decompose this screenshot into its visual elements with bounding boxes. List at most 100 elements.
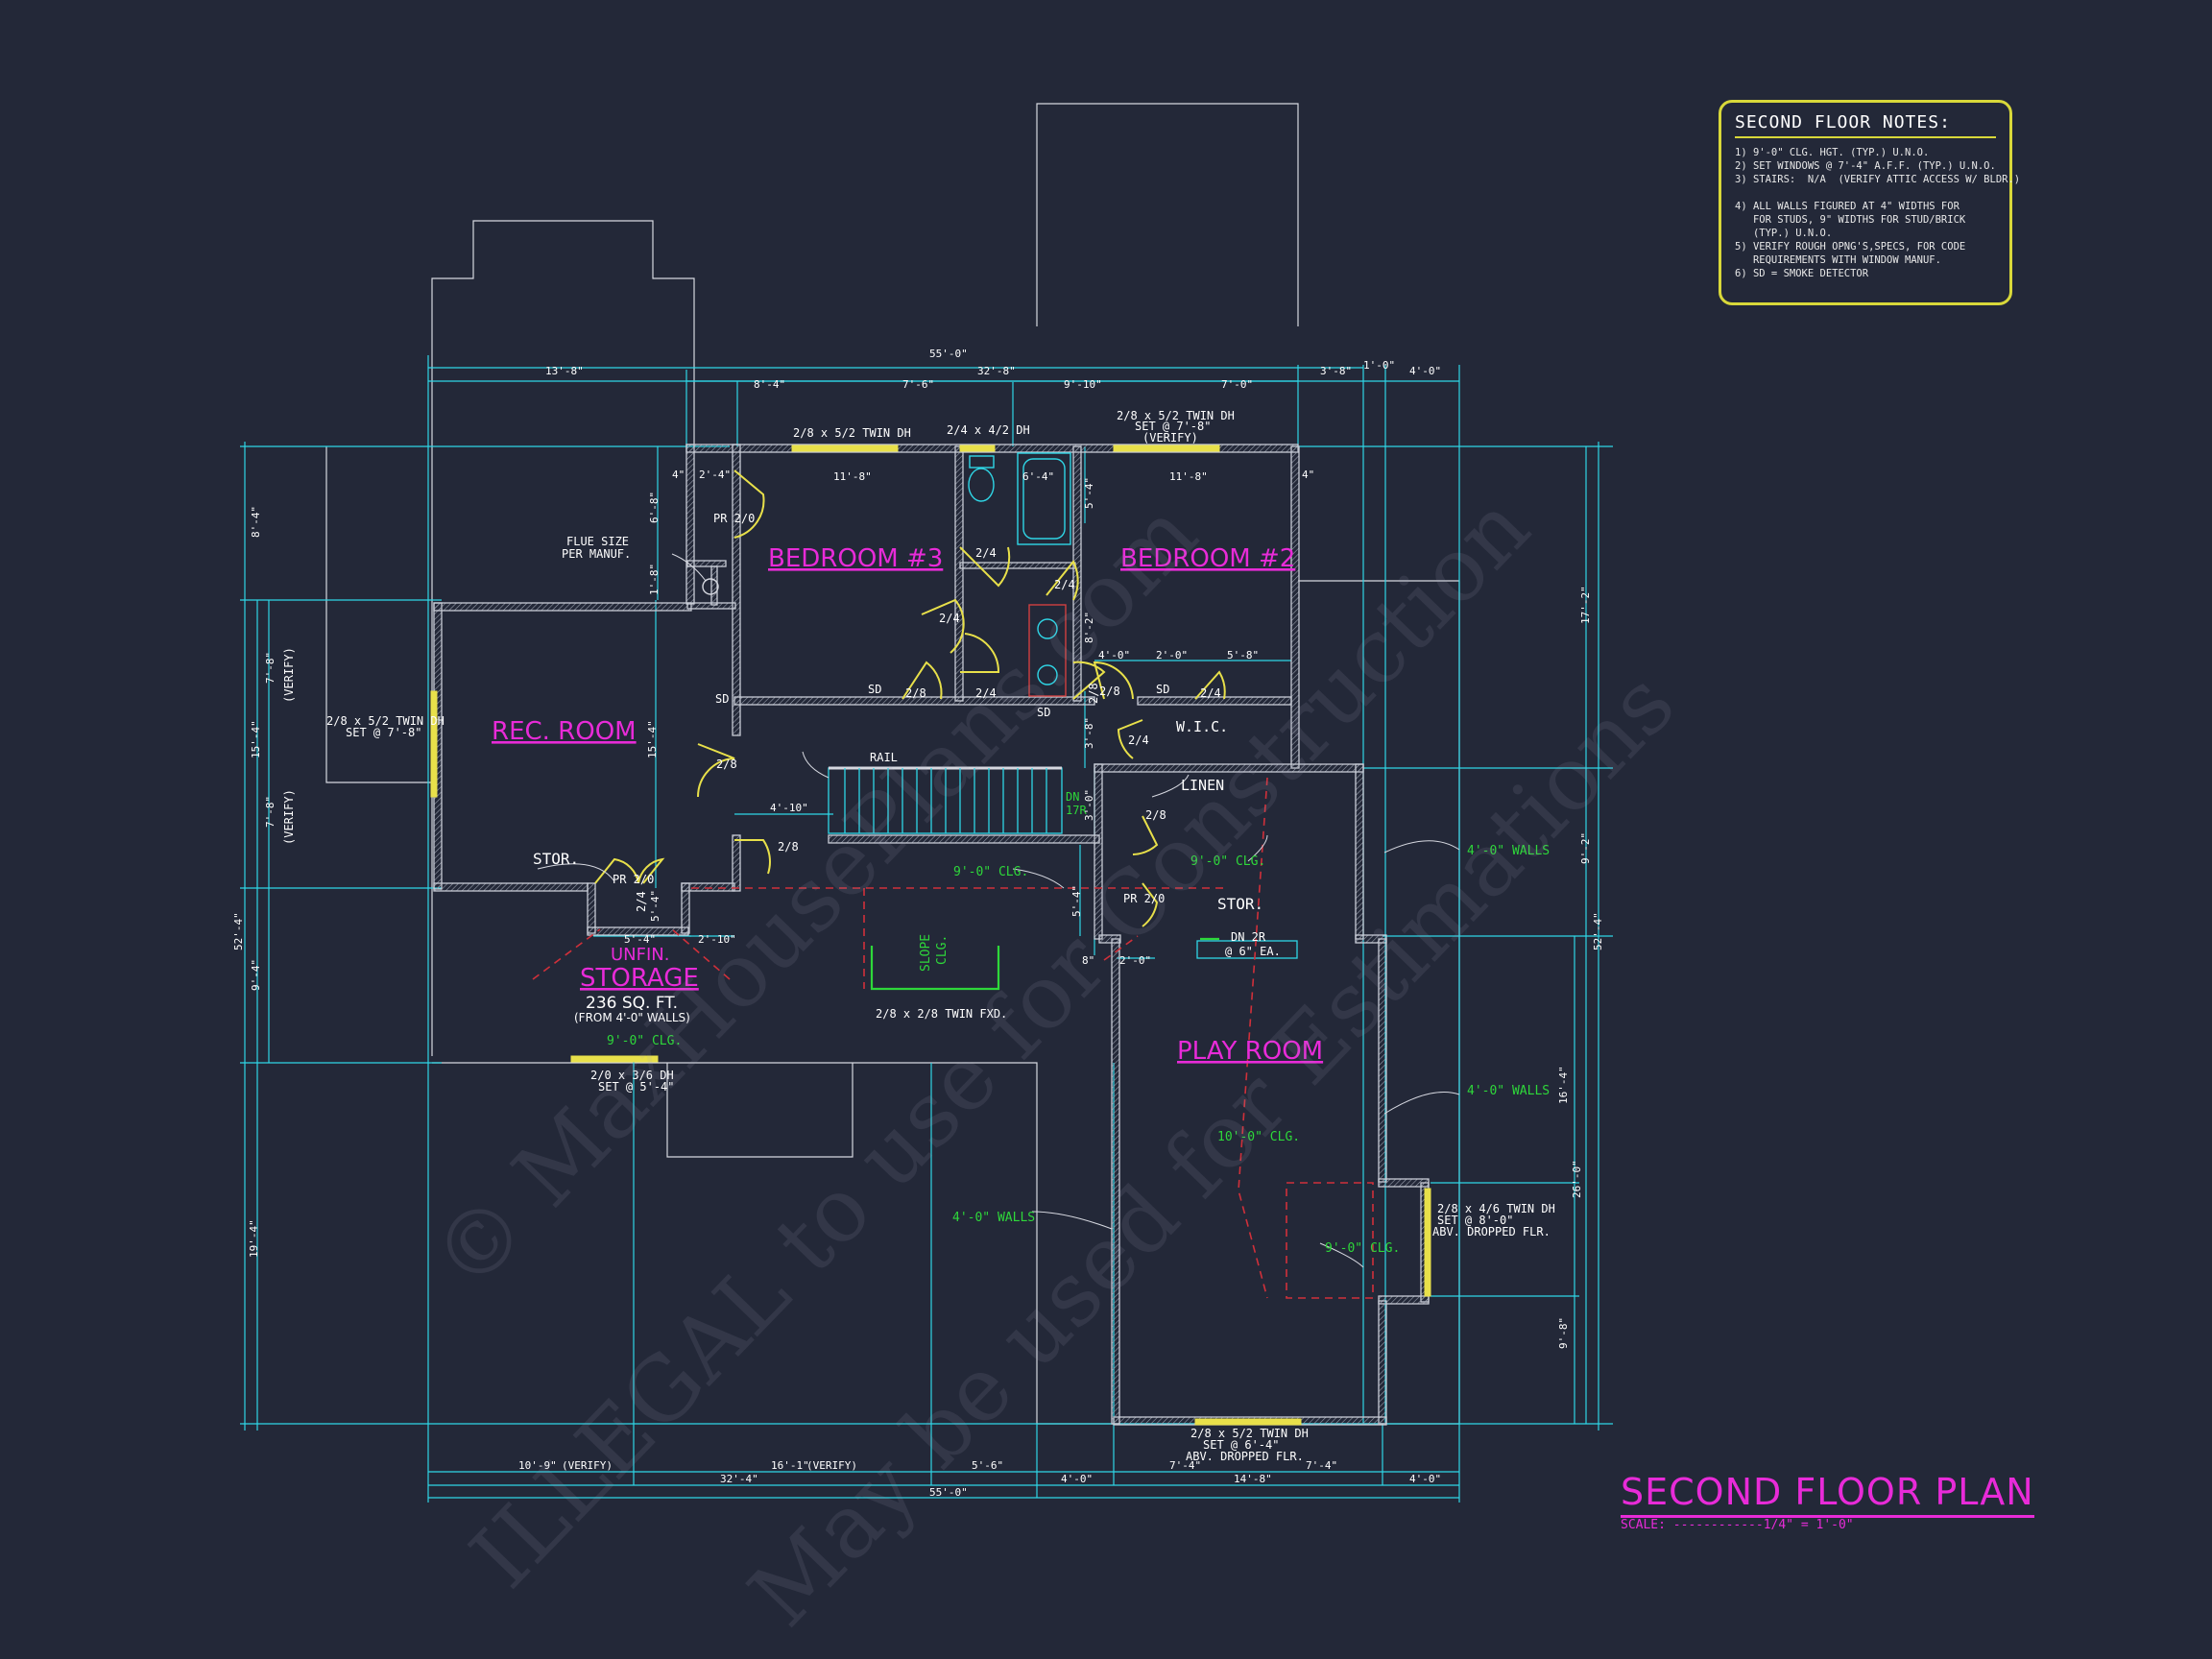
dim-top-b: 32'-8" bbox=[977, 365, 1016, 377]
notes-panel: SECOND FLOOR NOTES: 1) 9'-0" CLG. HGT. (… bbox=[1719, 100, 2021, 305]
note-1: 1) 9'-0" CLG. HGT. (TYP.) U.N.O. bbox=[1735, 147, 1930, 158]
label-sd4: SD bbox=[1156, 683, 1169, 696]
note-5: 5) VERIFY ROUGH OPNG'S,SPECS, FOR CODE R… bbox=[1735, 241, 1966, 266]
dim-left-e: 9'-4" bbox=[250, 959, 262, 991]
label-walls2: 4'-0" WALLS bbox=[1467, 1084, 1550, 1098]
window-label-bot-b: SET @ 6'-4" bbox=[1203, 1438, 1279, 1452]
dim-i-6-4: 6'-4" bbox=[1022, 470, 1054, 483]
ceiling-lines bbox=[532, 777, 1374, 1299]
label-sd3: SD bbox=[1037, 706, 1050, 719]
dim-i-5-4c: 5'-4" bbox=[649, 890, 661, 922]
window-label-play-a: 2/8 x 4/6 TWIN DH bbox=[1437, 1202, 1555, 1215]
dim-bot-e: 4'-0" bbox=[1061, 1473, 1093, 1485]
label-pr1: PR 2/0 bbox=[713, 512, 755, 525]
dim-right-d: 26'-0" bbox=[1571, 1160, 1583, 1198]
door-d12: 2/8 bbox=[778, 840, 799, 854]
dim-i-15-4: 15'-4" bbox=[646, 720, 659, 758]
dim-i-2-10: 2'-10" bbox=[698, 933, 736, 946]
window-label-sto-a: 2/0 x 3/6 DH bbox=[590, 1069, 674, 1082]
dim-bot-c: 5'-6" bbox=[972, 1459, 1003, 1472]
bath-fixtures bbox=[702, 452, 1071, 697]
label-sd1: SD bbox=[715, 692, 729, 706]
dim-right-e: 9'-8" bbox=[1557, 1317, 1570, 1349]
label-clg2: 9'-0" CLG. bbox=[1190, 854, 1265, 869]
notes-title: SECOND FLOOR NOTES: bbox=[1735, 112, 1996, 138]
label-flue1: FLUE SIZE bbox=[566, 535, 629, 548]
plan-title: SECOND FLOOR PLAN bbox=[1621, 1471, 2034, 1518]
leaders bbox=[537, 553, 1460, 1268]
dim-top-i: 7'-0" bbox=[1221, 378, 1253, 391]
door-d8: 2/8 bbox=[905, 686, 926, 700]
label-verify2: (VERIFY) bbox=[282, 789, 296, 845]
door-d2: 2/4 bbox=[1054, 578, 1075, 591]
door-d9: 2/8 bbox=[1099, 685, 1120, 698]
label-rail: RAIL bbox=[870, 751, 898, 764]
dim-right-total: 52'-4" bbox=[1592, 912, 1604, 950]
room-stor2: STOR. bbox=[1217, 895, 1263, 913]
stair bbox=[828, 766, 1298, 959]
dim-right-c: 16'-4" bbox=[1557, 1066, 1570, 1104]
dim-top-f: 8'-4" bbox=[754, 378, 785, 391]
label-dn2r-a: DN 2R bbox=[1231, 930, 1266, 944]
label-slope2: CLG. bbox=[935, 935, 950, 965]
room-play: PLAY ROOM bbox=[1177, 1037, 1323, 1066]
room-unfin: UNFIN. bbox=[611, 945, 670, 965]
dim-bot-total: 55'-0" bbox=[929, 1486, 968, 1499]
label-slope1: SLOPE bbox=[919, 934, 933, 972]
dim-i-1-8: 1'-8" bbox=[648, 564, 661, 595]
dim-i-4-10: 4'-10" bbox=[770, 802, 808, 814]
dim-left-a: 8'-4" bbox=[250, 506, 262, 538]
dim-i-2-0b: 2'-0" bbox=[1119, 954, 1151, 967]
note-3: 3) STAIRS: N/A (VERIFY ATTIC ACCESS W/ B… bbox=[1735, 174, 2021, 185]
room-bedroom2: BEDROOM #2 bbox=[1120, 544, 1295, 573]
room-rec: REC. ROOM bbox=[492, 717, 637, 746]
window-label-bot-a: 2/8 x 5/2 TWIN DH bbox=[1190, 1427, 1309, 1440]
green-marks bbox=[870, 937, 1219, 991]
dim-right-a: 17'-2" bbox=[1579, 586, 1592, 624]
plan-scale: SCALE: ------------1/4" = 1'-0" bbox=[1621, 1518, 1854, 1532]
dim-top-h: 9'-10" bbox=[1064, 378, 1102, 391]
window-label-top3a: 2/8 x 5/2 TWIN DH bbox=[1117, 409, 1235, 422]
door-d1: 2/4 bbox=[975, 546, 997, 560]
window-label-fxd: 2/8 x 2/8 TWIN FXD. bbox=[876, 1007, 1007, 1021]
window-label-play-b: SET @ 8'-0" bbox=[1437, 1214, 1513, 1227]
storage-note: (FROM 4'-0" WALLS) bbox=[574, 1011, 690, 1024]
label-clg1: 9'-0" CLG. bbox=[953, 865, 1028, 879]
window-label-top1: 2/8 x 5/2 TWIN DH bbox=[793, 426, 911, 440]
label-pr2: PR 2/0 bbox=[613, 873, 654, 886]
door-d7: 2/4 bbox=[635, 891, 648, 912]
label-sd2: SD bbox=[868, 683, 881, 696]
dim-i-5-4a: 5'-4" bbox=[624, 933, 656, 946]
dim-top-total: 55'-0" bbox=[929, 348, 968, 360]
dim-bot-f: 7'-4" bbox=[1169, 1459, 1201, 1472]
room-bedroom3: BEDROOM #3 bbox=[768, 544, 943, 573]
dim-left-c: 7'-8" bbox=[264, 652, 276, 684]
label-flue2: PER MANUF. bbox=[562, 547, 631, 561]
door-d10: 2/8 bbox=[716, 757, 737, 771]
dimension-lines bbox=[240, 355, 1613, 1503]
dim-top-d: 1'-0" bbox=[1363, 359, 1395, 372]
dim-i-5-4d: 5'-4" bbox=[1070, 885, 1083, 917]
dim-bot-a2: (VERIFY) bbox=[562, 1459, 613, 1472]
dim-i-5-4b: 5'-4" bbox=[1083, 477, 1095, 509]
label-walls1: 4'-0" WALLS bbox=[1467, 844, 1550, 858]
window-label-play-c: ABV. DROPPED FLR. bbox=[1432, 1225, 1551, 1238]
note-6: 6) SD = SMOKE DETECTOR bbox=[1735, 268, 1869, 279]
dim-bot-d: 32'-4" bbox=[720, 1473, 758, 1485]
door-d5: 2/4 bbox=[1128, 733, 1149, 747]
windows bbox=[430, 445, 1431, 1426]
dim-bot-h: 7'-4" bbox=[1306, 1459, 1337, 1472]
room-linen: LINEN bbox=[1181, 777, 1224, 794]
dim-i-4b: 4" bbox=[1302, 469, 1314, 481]
window-label-rec-b: SET @ 7'-8" bbox=[346, 726, 421, 739]
window-label-top2: 2/4 x 4/2 DH bbox=[947, 423, 1030, 437]
dim-i-8: 8" bbox=[1082, 954, 1094, 967]
dim-top-c: 3'-8" bbox=[1320, 365, 1352, 377]
dim-i-4-0: 4'-0" bbox=[1098, 649, 1130, 661]
dim-top-e: 4'-0" bbox=[1409, 365, 1441, 377]
dim-bot-g: 14'-8" bbox=[1234, 1473, 1272, 1485]
dim-top-g: 7'-6" bbox=[902, 378, 934, 391]
dim-i-11-8a: 11'-8" bbox=[833, 470, 872, 483]
label-pr3: PR 2/0 bbox=[1123, 892, 1165, 905]
dim-i-4a: 4" bbox=[672, 469, 685, 481]
